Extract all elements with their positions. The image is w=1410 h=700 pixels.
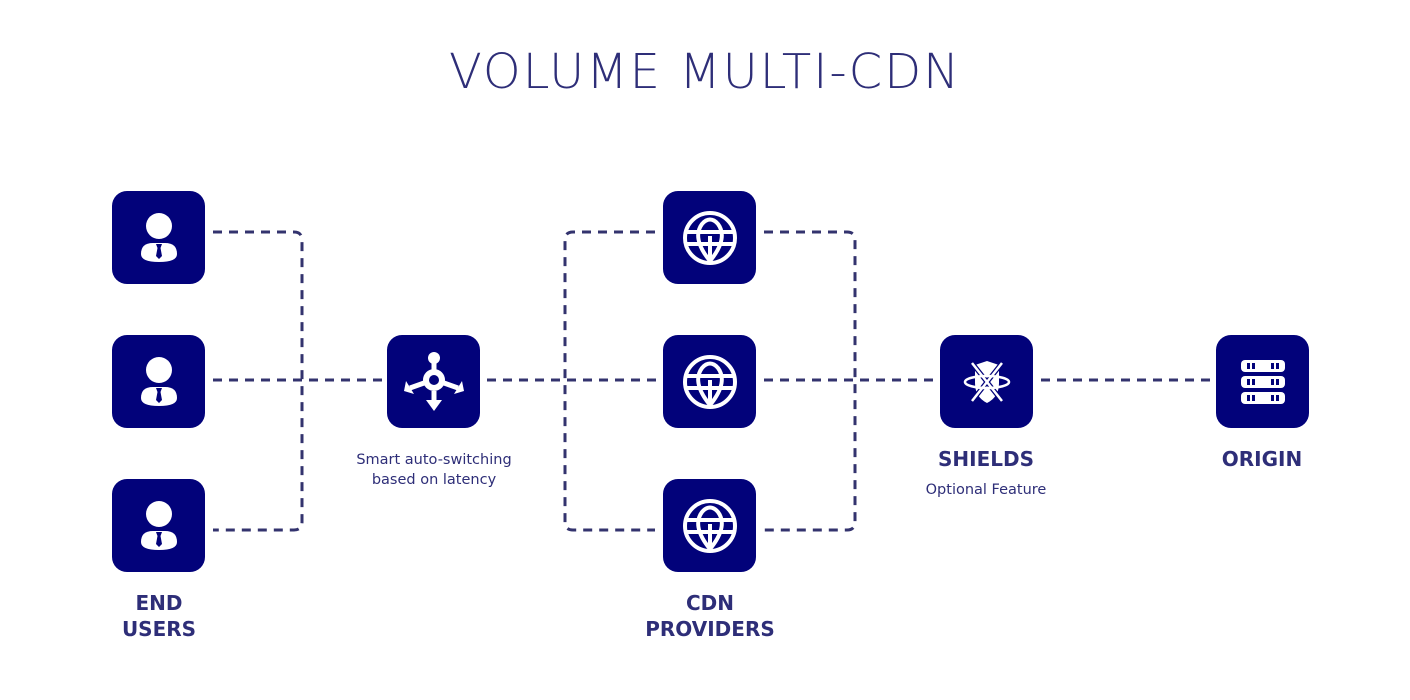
switch-caption: Smart auto-switching based on latency (334, 450, 534, 490)
end-users-label: END USERS (99, 590, 219, 642)
globe-pin-icon (682, 354, 737, 409)
origin-node (1216, 335, 1309, 428)
end-users-label-line1: END (135, 591, 183, 615)
routing-arrows-icon (403, 351, 464, 411)
globe-pin-icon (682, 498, 737, 553)
connector-cdn-right-bracket (764, 230, 857, 532)
shields-caption: Optional Feature (925, 482, 1047, 498)
cdn-providers-label-line2: PROVIDERS (645, 617, 775, 641)
end-users-label-line2: USERS (121, 617, 197, 641)
end-user-node-3 (112, 479, 205, 572)
cdn-provider-node-3 (663, 479, 756, 572)
cdn-providers-label: CDN PROVIDERS (620, 590, 800, 642)
cdn-provider-node-2 (663, 335, 756, 428)
switch-node (387, 335, 480, 428)
shields-label: SHIELDS (938, 447, 1034, 471)
connector-user1 (213, 230, 304, 532)
user-icon (140, 356, 177, 406)
diagram-title: VOLUME MULTI-CDN (448, 44, 962, 100)
user-icon (140, 212, 177, 262)
globe-pin-icon (682, 210, 737, 265)
shield-atom-icon (963, 360, 1010, 403)
cdn-providers-label-line1: CDN (685, 591, 735, 615)
origin-label: ORIGIN (1221, 447, 1303, 471)
switch-caption-line1: Smart auto-switching (356, 452, 512, 468)
cdn-provider-node-1 (663, 191, 756, 284)
end-user-node-2 (112, 335, 205, 428)
user-icon (140, 500, 177, 550)
switch-caption-line2: based on latency (371, 472, 497, 488)
end-user-node-1 (112, 191, 205, 284)
server-icon (1240, 359, 1285, 404)
shields-node (940, 335, 1033, 428)
connector-cdn-left-bracket (563, 230, 655, 532)
